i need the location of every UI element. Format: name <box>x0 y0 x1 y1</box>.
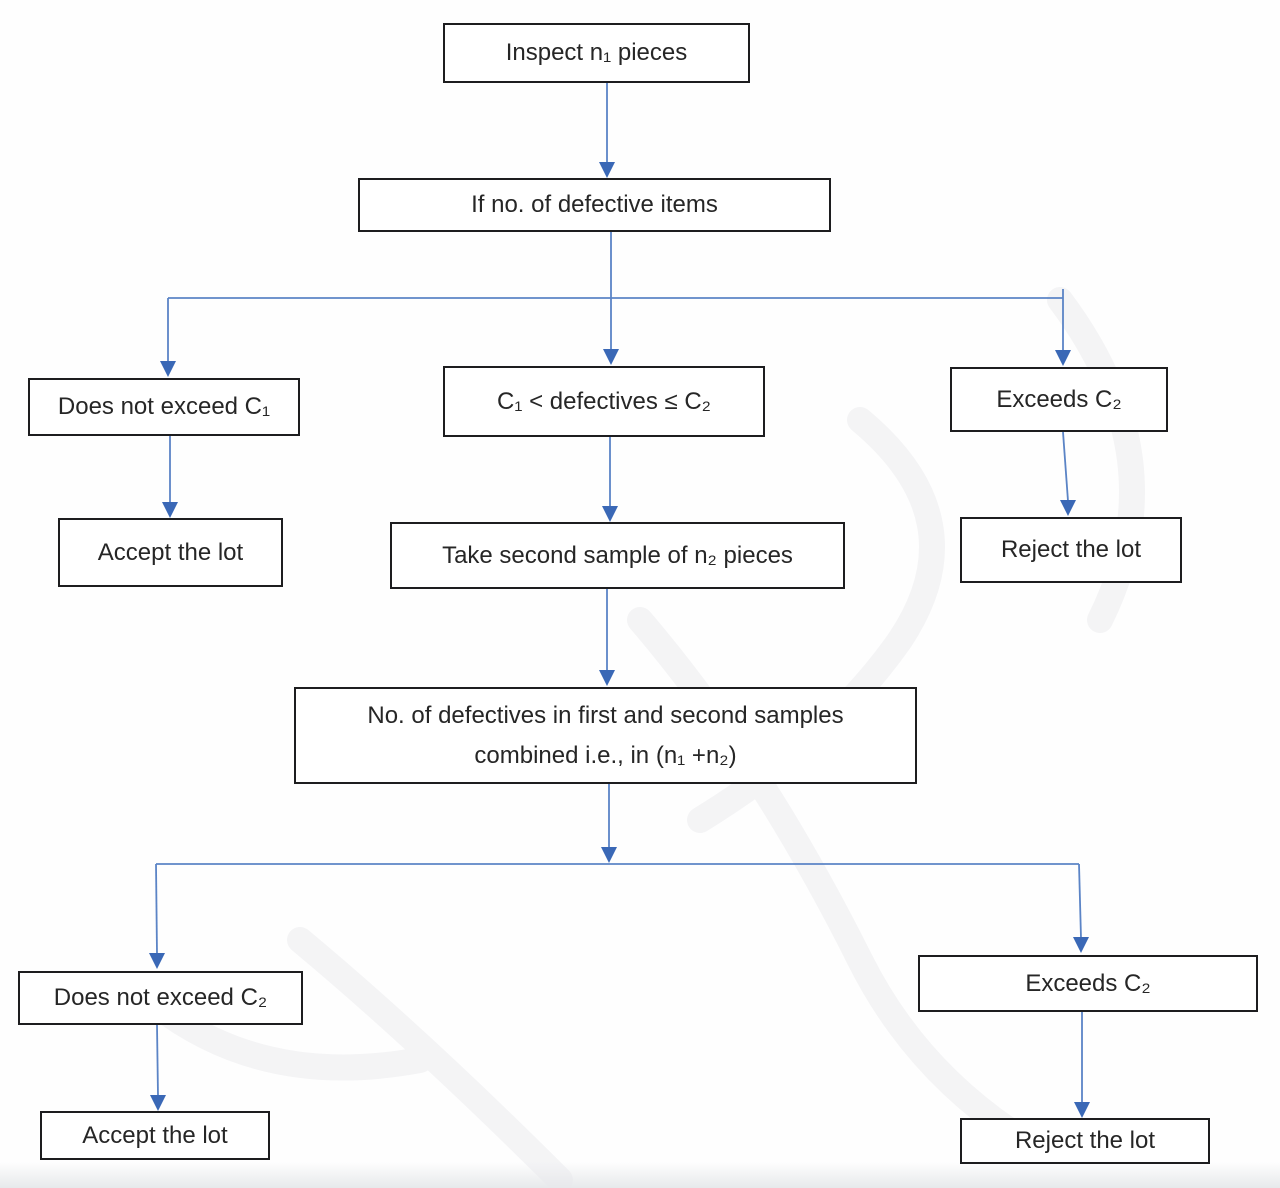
node-exceeds-c2-second: Exceeds C₂ <box>918 955 1258 1012</box>
arrowhead <box>1060 500 1076 516</box>
page-bottom-shade <box>0 1162 1280 1188</box>
arrowhead <box>599 670 615 686</box>
node-combined-defectives: No. of defectives in first and second sa… <box>294 687 917 784</box>
arrowhead <box>1073 937 1089 953</box>
node-defective-items: If no. of defective items <box>358 178 831 232</box>
node-does-not-exceed-c2: Does not exceed C₂ <box>18 971 303 1025</box>
connector-notexceed-c2-to-accept <box>156 1024 159 1097</box>
node-second-sample: Take second sample of n₂ pieces <box>390 522 845 589</box>
arrowhead <box>149 953 165 969</box>
node-reject-lot-second: Reject the lot <box>960 1118 1210 1164</box>
connector-branch2-to-notexceed-c2 <box>155 863 158 955</box>
node-does-not-exceed-c1: Does not exceed C₁ <box>28 378 300 436</box>
node-between-c1-c2: C₁ < defectives ≤ C₂ <box>443 366 765 437</box>
arrowhead <box>1074 1102 1090 1118</box>
node-reject-lot-first: Reject the lot <box>960 517 1182 583</box>
connector-exceeds-c2-to-reject <box>1062 431 1069 502</box>
arrowhead <box>1055 350 1071 366</box>
combined-line-1: No. of defectives in first and second sa… <box>367 701 844 729</box>
connector-branch2-to-exceeds-c2 <box>1078 863 1082 939</box>
arrowhead <box>150 1095 166 1111</box>
arrowhead <box>602 506 618 522</box>
arrowhead <box>601 847 617 863</box>
arrowhead <box>599 162 615 178</box>
combined-line-2: combined i.e., in (n₁ +n₂) <box>474 741 737 769</box>
arrowheads <box>149 162 1090 1118</box>
node-exceeds-c2-first: Exceeds C₂ <box>950 367 1168 432</box>
node-accept-lot-first: Accept the lot <box>58 518 283 587</box>
node-accept-lot-second: Accept the lot <box>40 1111 270 1160</box>
arrowhead <box>603 349 619 365</box>
arrowhead <box>160 361 176 377</box>
arrowhead <box>162 502 178 518</box>
node-inspect-pieces: Inspect n₁ pieces <box>443 23 750 83</box>
